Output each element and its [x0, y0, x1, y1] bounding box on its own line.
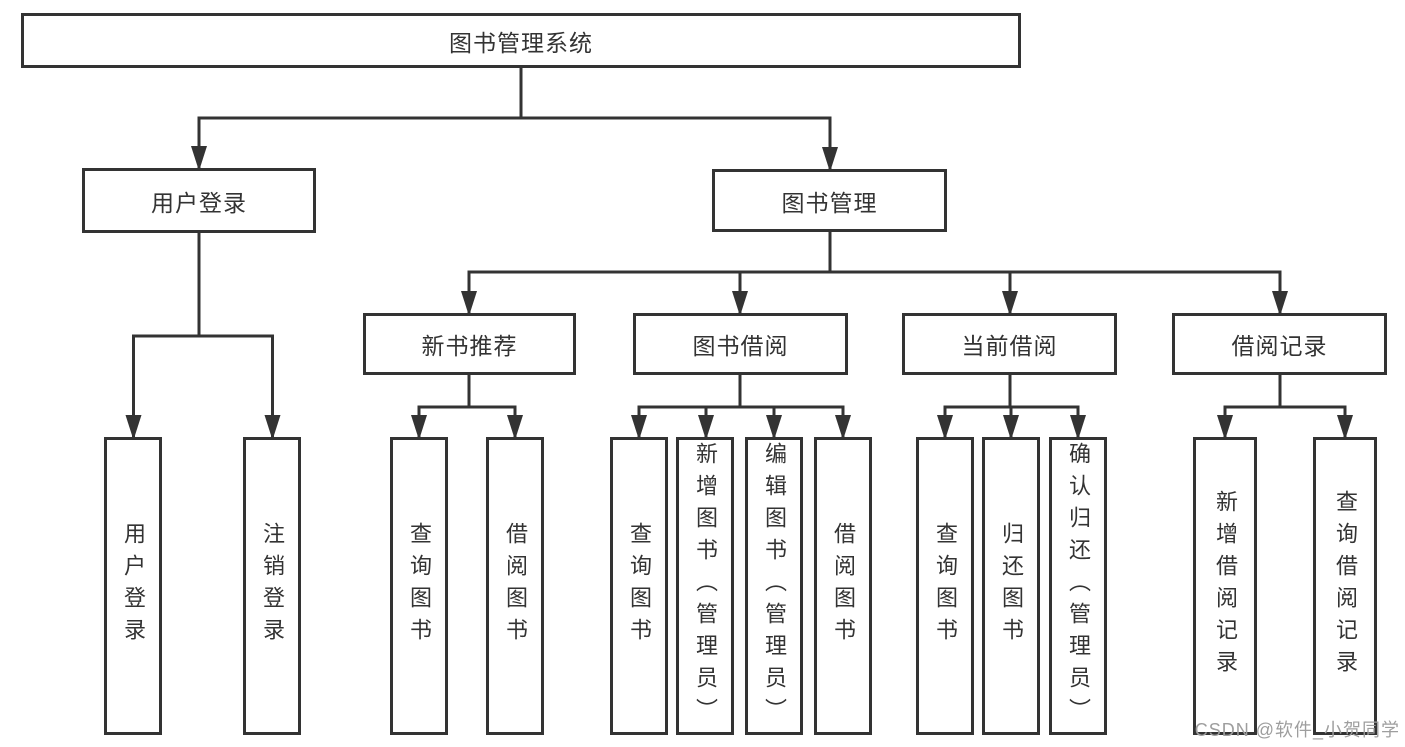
- arrowhead: [1217, 415, 1233, 440]
- node-new-book-recommend: 新书推荐: [363, 313, 576, 375]
- arrowhead: [766, 415, 782, 440]
- connector-group: [132, 68, 1347, 437]
- arrowhead: [1003, 415, 1019, 440]
- leaf-current-confirm-return-admin: 确认归还（管理员）: [1049, 437, 1107, 735]
- arrowhead: [1002, 291, 1018, 316]
- connector-root: [197, 68, 832, 169]
- leaf-current-query-books: 查询图书: [916, 437, 974, 735]
- leaf-record-add-borrow-record: 新增借阅记录: [1193, 437, 1257, 735]
- node-user-login: 用户登录: [82, 168, 316, 233]
- arrowheads: [125, 146, 1353, 440]
- connector-new-book: [417, 375, 517, 437]
- connector-book-mgmt: [467, 232, 1282, 313]
- csdn-watermark: CSDN @软件_小贺同学: [1194, 720, 1400, 740]
- arrowhead: [507, 415, 523, 440]
- arrowhead: [631, 415, 647, 440]
- arrowhead: [461, 291, 477, 316]
- arrowhead: [822, 147, 838, 172]
- leaf-borrow-add-books-admin: 新增图书（管理员）: [676, 437, 734, 735]
- leaf-user-login: 用户登录: [104, 437, 162, 735]
- leaf-logout: 注销登录: [243, 437, 301, 735]
- node-library-system: 图书管理系统: [21, 13, 1021, 68]
- leaf-newbook-borrow-books: 借阅图书: [486, 437, 544, 735]
- arrowhead: [1337, 415, 1353, 440]
- connector-book-borrow: [637, 375, 845, 437]
- leaf-newbook-query-books: 查询图书: [390, 437, 448, 735]
- node-borrow-record: 借阅记录: [1172, 313, 1387, 375]
- arrowhead: [125, 415, 142, 440]
- leaf-borrow-borrow-books: 借阅图书: [814, 437, 872, 735]
- node-book-borrow: 图书借阅: [633, 313, 848, 375]
- arrowhead: [835, 415, 851, 440]
- arrowhead: [1070, 415, 1086, 440]
- arrowhead: [1272, 291, 1288, 316]
- leaf-borrow-query-books: 查询图书: [610, 437, 668, 735]
- node-book-management: 图书管理: [712, 169, 947, 232]
- arrowhead: [264, 415, 281, 440]
- leaf-borrow-edit-books-admin: 编辑图书（管理员）: [745, 437, 803, 735]
- leaf-record-query-borrow-record: 查询借阅记录: [1313, 437, 1377, 735]
- arrowhead: [937, 415, 953, 440]
- connector-borrow-record: [1223, 375, 1347, 437]
- arrowhead: [732, 291, 748, 316]
- node-current-borrow: 当前借阅: [902, 313, 1117, 375]
- leaf-current-return-books: 归还图书: [982, 437, 1040, 735]
- arrowhead: [191, 146, 207, 171]
- arrowhead: [411, 415, 427, 440]
- arrowhead: [698, 415, 714, 440]
- connector-user-login: [132, 233, 274, 437]
